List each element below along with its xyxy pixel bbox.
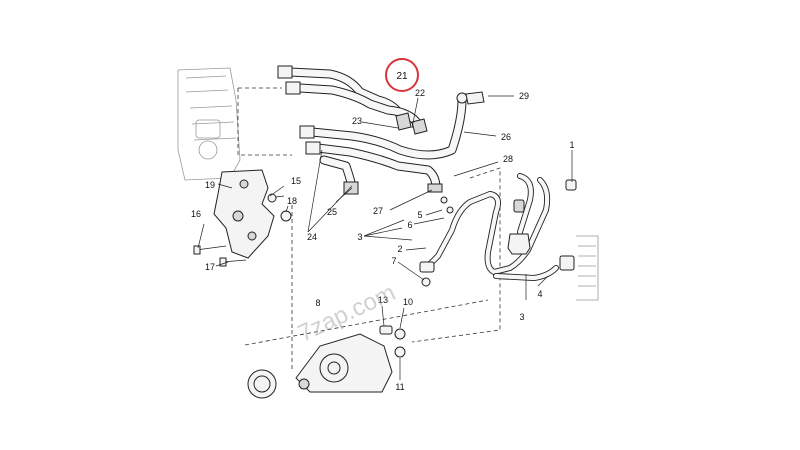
callout-labels: 1 2 3 3 4 5 6 7 8 10 11 13 15 16 17 18 1… bbox=[191, 88, 575, 392]
ac-compressor bbox=[247, 325, 406, 399]
callout-24: 24 bbox=[307, 232, 317, 242]
callout-21: 21 bbox=[396, 71, 408, 82]
callout-2: 2 bbox=[397, 244, 402, 254]
callout-16: 16 bbox=[191, 209, 201, 219]
reference-frames bbox=[237, 87, 501, 370]
callout-10: 10 bbox=[403, 297, 413, 307]
upper-hose-assembly bbox=[277, 65, 428, 135]
callout-3: 3 bbox=[357, 232, 362, 242]
callout-23: 23 bbox=[352, 116, 362, 126]
engine-block-sketch bbox=[177, 67, 241, 181]
watermark: 7zap.com bbox=[294, 279, 400, 347]
callout-11: 11 bbox=[395, 382, 404, 392]
condenser-sketch bbox=[559, 235, 599, 301]
callout-26: 26 bbox=[501, 132, 511, 142]
callout-22: 22 bbox=[415, 88, 425, 98]
compressor-bracket bbox=[193, 169, 292, 267]
callout-6: 6 bbox=[407, 220, 412, 230]
callout-18: 18 bbox=[287, 196, 297, 206]
callout-5: 5 bbox=[417, 210, 422, 220]
leader-lines bbox=[197, 95, 573, 380]
callout-29: 29 bbox=[519, 91, 529, 101]
highlight-ring bbox=[385, 58, 419, 92]
right-hose-assembly bbox=[419, 173, 577, 287]
callout-4: 4 bbox=[537, 289, 542, 299]
callout-28: 28 bbox=[503, 154, 513, 164]
callout-17: 17 bbox=[205, 262, 215, 272]
callout-8: 8 bbox=[315, 298, 320, 308]
callout-3: 3 bbox=[519, 312, 524, 322]
callout-13: 13 bbox=[378, 295, 388, 305]
callout-15: 15 bbox=[291, 176, 301, 186]
callout-19: 19 bbox=[205, 180, 215, 190]
middle-hose-assembly bbox=[299, 91, 485, 195]
callout-27: 27 bbox=[373, 206, 383, 216]
callout-1: 1 bbox=[569, 140, 574, 150]
callout-7: 7 bbox=[391, 256, 396, 266]
callout-25: 25 bbox=[327, 207, 337, 217]
